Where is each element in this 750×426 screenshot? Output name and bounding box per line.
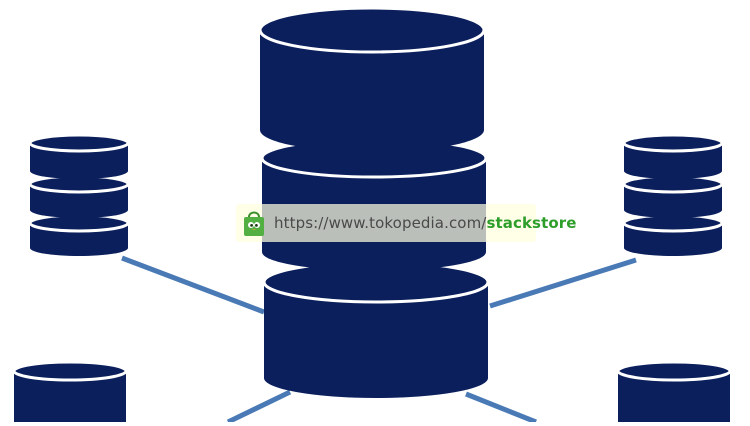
sat-br-seg-1 (618, 371, 730, 422)
database-icon-top-right (622, 133, 724, 256)
shopping-bag-icon (244, 211, 264, 236)
connector-lines (121, 255, 637, 425)
database-icon-bottom-right (616, 360, 732, 422)
sat-tr-seg-1 (624, 143, 722, 179)
sat-bl-cap (12, 360, 128, 382)
central-database-icon (258, 6, 490, 398)
connector-line-bottom-right (465, 391, 537, 425)
sat-tl-cap (28, 133, 130, 153)
connector-line-top-right (489, 257, 637, 309)
sat-bl-seg-1 (14, 371, 126, 422)
database-icon-bottom-left (12, 360, 128, 422)
connector-line-bottom-left (226, 389, 292, 425)
sat-tr-cap (622, 133, 724, 153)
watermark-banner: https://www.tokopedia.com/stackstore (236, 204, 576, 242)
central-db-top-segment (260, 30, 484, 152)
database-icon-top-left (28, 133, 130, 256)
sat-tl-seg-2 (30, 184, 128, 218)
sat-br-cap (616, 360, 732, 382)
central-db-top-cap (258, 6, 486, 54)
sat-tl-seg-1 (30, 143, 128, 179)
watermark-url: https://www.tokopedia.com/stackstore (274, 214, 577, 232)
sat-tr-seg-2 (624, 184, 722, 218)
watermark-url-prefix: https://www.tokopedia.com/ (274, 214, 487, 232)
central-db-lower-segment (264, 282, 488, 398)
watermark-url-suffix: stackstore (486, 214, 577, 232)
connector-line-top-left (121, 255, 265, 315)
